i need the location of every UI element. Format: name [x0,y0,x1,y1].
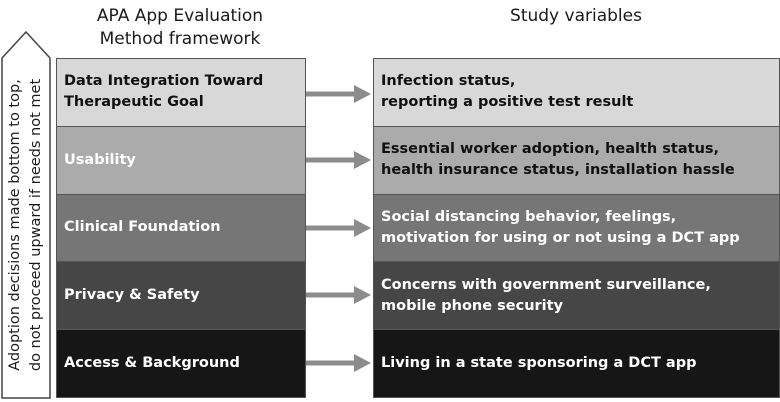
variables-box-state: Living in a state sponsoring a DCT app [374,330,779,397]
side-label-line-1: Adoption decisions made bottom to top, [7,79,23,371]
level-box-usability: Usability [57,126,305,195]
upward-arrow-shape [1,30,51,399]
framework-header-text: APA App Evaluation Method framework [96,6,264,49]
variables-box-behavior: Social distancing behavior, feelings, mo… [374,194,779,263]
variables-header-text: Study variables [510,6,642,26]
arrow-right-icon [306,151,371,169]
level-box-access-background: Access & Background [57,330,305,397]
variables-box-concerns: Concerns with government surveillance, m… [374,262,779,331]
variables-column: Infection status, reporting a positive t… [373,58,780,398]
variables-text: Infection status, reporting a positive t… [381,73,634,111]
arrow-right-icon [306,354,371,372]
level-label: Privacy & Safety [64,287,200,304]
level-label: Data Integration Toward Therapeutic Goal [64,73,264,111]
variables-box-adoption: Essential worker adoption, health status… [374,126,779,195]
framework-header: APA App Evaluation Method framework [56,5,304,51]
arrow-right-icon [306,219,371,237]
connector-arrows [306,85,371,372]
variables-text: Social distancing behavior, feelings, mo… [381,208,740,246]
level-box-privacy-safety: Privacy & Safety [57,262,305,331]
level-label: Access & Background [64,355,240,372]
level-box-clinical-foundation: Clinical Foundation [57,194,305,263]
variables-header: Study variables [373,5,779,28]
side-label-line-2: do not proceed upward if needs not met [28,78,44,372]
level-label: Clinical Foundation [64,219,221,236]
side-label: Adoption decisions made bottom to top, d… [5,60,47,390]
framework-column: Data Integration Toward Therapeutic Goal… [56,58,306,398]
arrow-right-icon [306,85,371,103]
variables-text: Living in a state sponsoring a DCT app [381,355,697,372]
variables-text: Essential worker adoption, health status… [381,141,735,179]
arrow-right-icon [306,286,371,304]
level-label: Usability [64,151,136,168]
variables-box-infection: Infection status, reporting a positive t… [374,59,779,127]
level-box-data-integration: Data Integration Toward Therapeutic Goal [57,59,305,127]
upward-arrow-icon [1,30,51,399]
variables-text: Concerns with government surveillance, m… [381,276,711,314]
